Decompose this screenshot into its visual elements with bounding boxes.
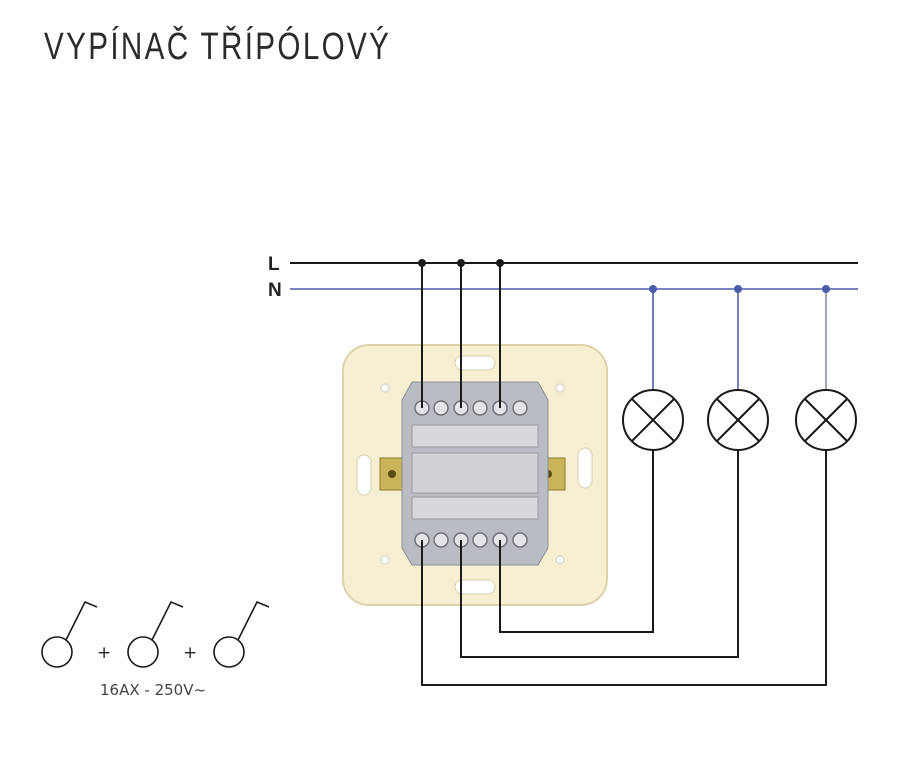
switch-symbol-icon	[41, 600, 98, 668]
neutral-wires	[652, 289, 827, 390]
switch-symbol-icon	[213, 600, 270, 668]
plus-sign: +	[97, 643, 111, 663]
live-feed-wires	[421, 263, 501, 408]
lamp-icon	[795, 389, 857, 451]
live-junctions	[418, 259, 504, 267]
rating-label: 16AX - 250V~	[100, 681, 206, 699]
live-label: L	[268, 254, 280, 275]
page-title: VYPÍNAČ TŘÍPÓLOVÝ	[44, 26, 392, 68]
lamp-icon	[622, 389, 684, 451]
lamp-icon	[707, 389, 769, 451]
switch-symbol-icon	[127, 600, 184, 668]
neutral-label: N	[268, 280, 282, 301]
switch-mechanism	[401, 381, 549, 566]
plus-sign: +	[183, 643, 197, 663]
switched-wires	[421, 450, 827, 686]
neutral-junctions	[649, 285, 830, 293]
